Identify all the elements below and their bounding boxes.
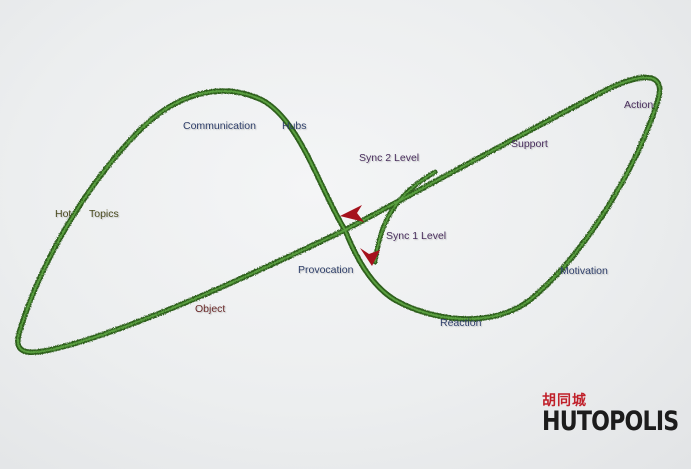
label-motivation: Motivation [560,265,608,277]
sync2-arrow-icon [340,205,364,222]
label-sync-1-level: Sync 1 Level [386,230,447,242]
label-provocation: Provocation [298,264,354,276]
label-hot: Hot [55,208,72,220]
label-object: Object [195,303,226,315]
label-topics: Topics [89,208,119,220]
hutopolis-logo: 胡同城 HUTOPOLIS [542,390,691,437]
label-hubs: Hubs [282,120,307,132]
label-sync-2-level: Sync 2 Level [359,152,420,164]
label-support: Support [511,138,548,150]
logo-chinese-text: 胡同城 [542,393,587,409]
label-reaction: Reaction [440,317,482,329]
logo-name-text: HUTOPOLIS [542,406,679,437]
sync1-arrow-icon [360,248,380,266]
label-communication: Communication [183,120,256,132]
label-action: Action [624,99,654,111]
